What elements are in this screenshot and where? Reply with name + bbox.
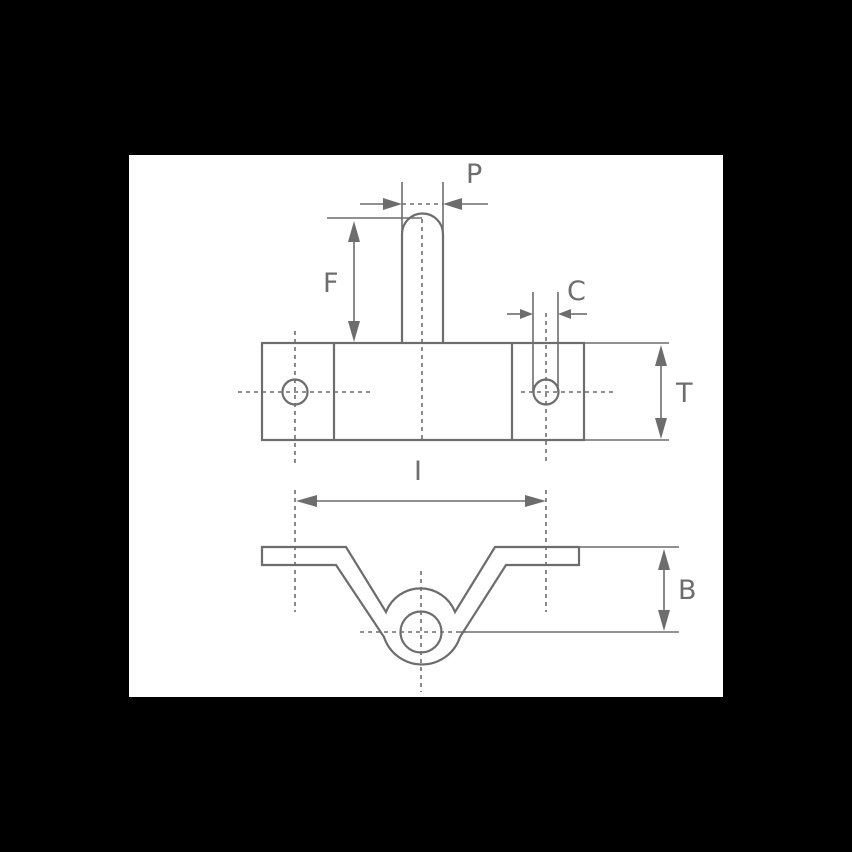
dimension-p: P — [360, 159, 488, 234]
i-arrow-left-icon — [296, 495, 317, 507]
i-arrow-right-icon — [525, 495, 546, 507]
label-t: T — [675, 378, 693, 409]
c-arrow-right-icon — [558, 309, 571, 319]
dimension-t: T — [584, 342, 693, 441]
pin-outline — [400, 212, 445, 343]
dimension-f: F — [323, 217, 422, 342]
b-arrow-bottom-icon — [658, 610, 670, 631]
t-arrow-bottom-icon — [655, 418, 667, 439]
p-arrow-left-icon — [383, 198, 402, 210]
drawing-panel — [129, 155, 723, 697]
f-arrow-top-icon — [348, 221, 360, 242]
front-view — [260, 490, 581, 692]
label-p: P — [466, 159, 482, 190]
f-arrow-bottom-icon — [348, 321, 360, 342]
bracket-outline — [260, 545, 581, 666]
label-i: I — [414, 456, 422, 487]
dimension-b: B — [460, 546, 697, 633]
label-b: B — [678, 575, 697, 606]
dimension-c: C — [507, 276, 587, 392]
b-arrow-top-icon — [658, 549, 670, 570]
label-f: F — [323, 268, 339, 299]
dimension-i: I — [296, 456, 546, 507]
c-arrow-left-icon — [520, 309, 533, 319]
t-arrow-top-icon — [655, 345, 667, 366]
label-c: C — [567, 276, 586, 307]
p-arrow-right-icon — [443, 198, 462, 210]
